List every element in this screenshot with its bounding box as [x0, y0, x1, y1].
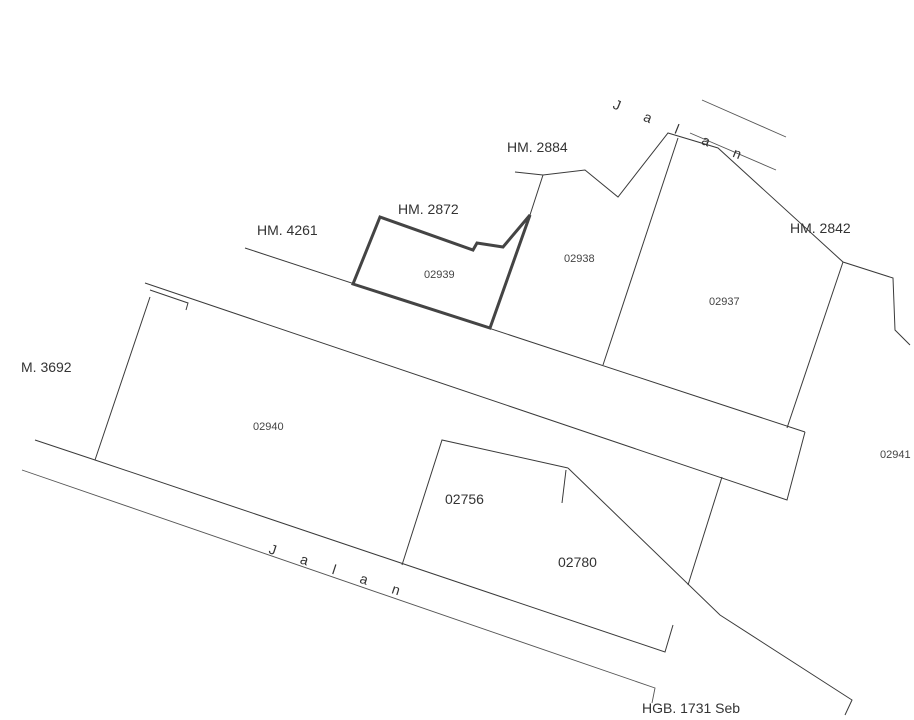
- road-label-top: J a l a n: [611, 96, 754, 166]
- boundary-02756: [401, 439, 569, 566]
- boundary-02938-west: [529, 174, 544, 216]
- label-hm-2842: HM. 2842: [790, 220, 851, 236]
- road-bottom-upper-edge: [34, 439, 674, 653]
- parcel-label-02940: 02940: [253, 421, 284, 433]
- road-bottom-lower-edge: [21, 469, 656, 704]
- strip-notch: [149, 289, 189, 311]
- label-m-3692: M. 3692: [21, 359, 72, 375]
- label-hm-2872: HM. 2872: [398, 201, 459, 217]
- label-hm-4261: HM. 4261: [257, 222, 318, 238]
- parcel-label-02938: 02938: [564, 253, 595, 265]
- boundary-02780-east: [567, 467, 853, 716]
- north-boundary: [514, 132, 911, 346]
- boundary-02940-west: [94, 296, 151, 461]
- parcel-label-02756: 02756: [445, 491, 484, 507]
- parcel-label-02939: 02939: [424, 269, 455, 281]
- boundary-02937-east: [786, 261, 844, 429]
- road-top-lower-edge: [689, 132, 777, 171]
- road-label-bottom: J a l a n: [267, 541, 413, 602]
- strip-upper-edge: [244, 247, 806, 433]
- label-hm-2884: HM. 2884: [507, 139, 568, 155]
- parcel-label-02937: 02937: [709, 296, 740, 308]
- parcel-label-02941: 02941: [880, 449, 911, 461]
- boundary-02938-02937: [602, 137, 679, 366]
- parcel-label-02780: 02780: [558, 554, 597, 570]
- road-top-upper-edge: [701, 99, 787, 138]
- label-hgb-1731: HGB. 1731 Seb: [642, 700, 740, 716]
- strip-lower-edge: [144, 282, 806, 501]
- boundary-02780-north: [687, 476, 723, 586]
- parcel-02939-outline[interactable]: [351, 214, 532, 330]
- boundary-tick: [561, 469, 567, 504]
